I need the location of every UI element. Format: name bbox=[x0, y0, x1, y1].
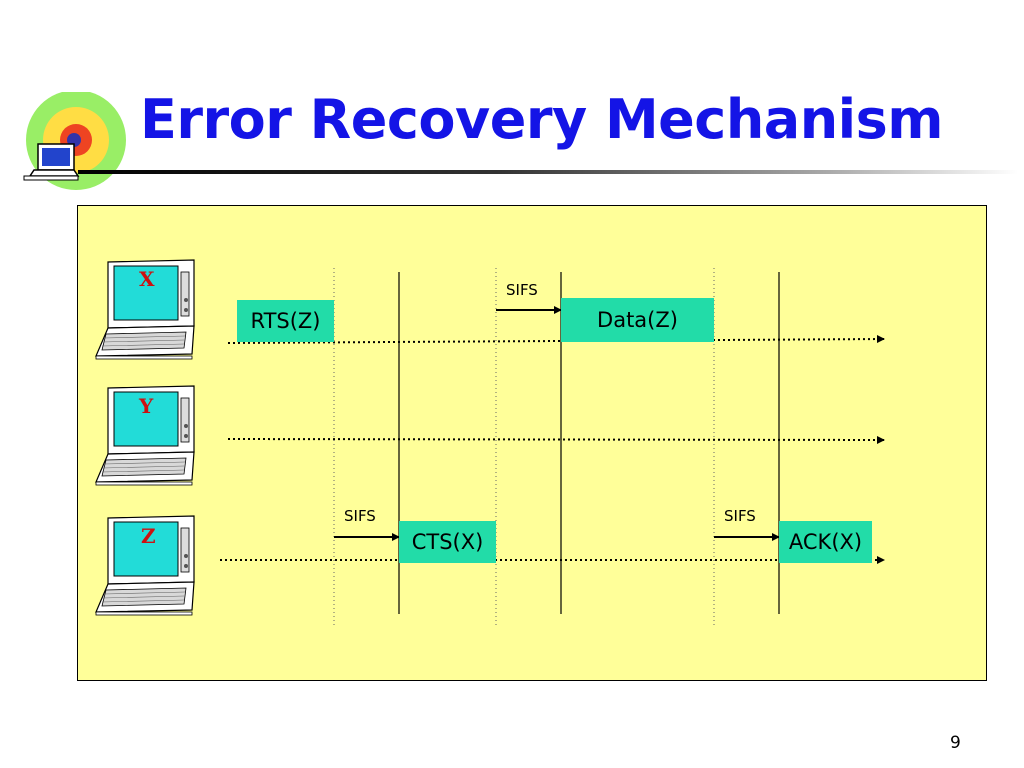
sifs-label: SIFS bbox=[506, 281, 538, 299]
page-title: Error Recovery Mechanism bbox=[140, 88, 944, 151]
sifs-label: SIFS bbox=[344, 507, 376, 525]
ack-frame: ACK(X) bbox=[779, 521, 872, 563]
laptop-icon bbox=[95, 259, 195, 360]
laptop-icon bbox=[95, 385, 195, 486]
station-label-z: Z bbox=[141, 524, 156, 548]
data-frame: Data(Z) bbox=[561, 298, 714, 342]
station-label-y: Y bbox=[139, 394, 154, 418]
diagram-panel bbox=[77, 205, 987, 681]
sifs-label: SIFS bbox=[724, 507, 756, 525]
timeline-y bbox=[227, 435, 885, 444]
timeline-x bbox=[227, 335, 885, 344]
cts-frame: CTS(X) bbox=[399, 521, 496, 563]
logo-icon bbox=[23, 92, 126, 190]
station-label-x: X bbox=[139, 267, 155, 291]
laptop-icon bbox=[95, 515, 195, 616]
page-number: 9 bbox=[950, 733, 961, 753]
title-divider bbox=[78, 170, 1018, 174]
rts-frame: RTS(Z) bbox=[237, 300, 334, 342]
